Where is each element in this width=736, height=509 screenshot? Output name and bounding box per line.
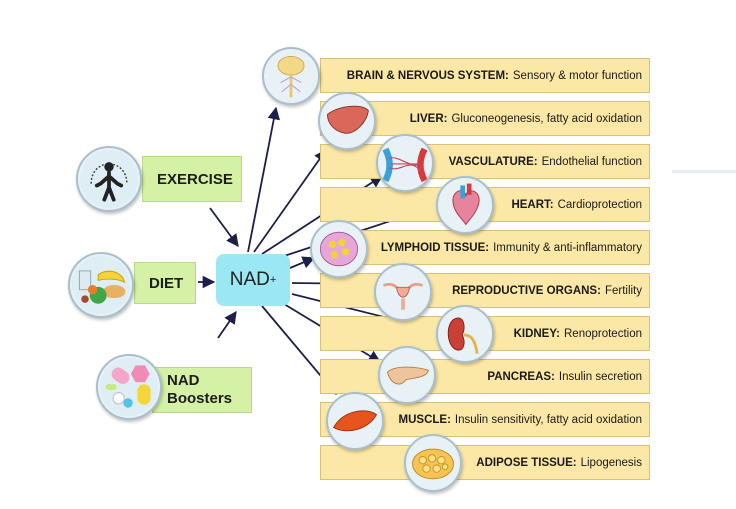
nad-center-box: NAD+ xyxy=(216,254,290,306)
output-heart-organ: HEART: xyxy=(511,199,553,211)
output-kidney-effect: Renoprotection xyxy=(564,328,642,340)
nad-boosters-label-line1: NAD xyxy=(167,372,200,390)
output-brain-organ: BRAIN & NERVOUS SYSTEM: xyxy=(347,70,509,82)
uterus-icon xyxy=(374,263,432,321)
output-lymphoid-organ: LYMPHOID TISSUE: xyxy=(381,242,489,254)
fat-cells-icon xyxy=(404,434,462,492)
diet-label: DIET xyxy=(149,275,183,292)
output-liver-effect: Gluconeogenesis, fatty acid oxidation xyxy=(451,113,642,125)
liver-icon xyxy=(318,92,376,150)
arrow-exercise-to-nad xyxy=(210,208,238,246)
output-pancreas-effect: Insulin secretion xyxy=(559,371,642,383)
blood-vessel-icon xyxy=(376,134,434,192)
output-adipose-effect: Lipogenesis xyxy=(581,457,642,469)
output-heart-effect: Cardioprotection xyxy=(558,199,642,211)
arrow-boosters-to-nad xyxy=(218,312,236,338)
output-adipose: ADIPOSE TISSUE: Lipogenesis xyxy=(320,445,650,480)
output-pancreas-organ: PANCREAS: xyxy=(487,371,555,383)
pancreas-icon xyxy=(378,346,436,404)
output-brain-effect: Sensory & motor function xyxy=(513,70,642,82)
kidney-icon xyxy=(436,305,494,363)
output-lymphoid-effect: Immunity & anti-inflammatory xyxy=(493,242,642,254)
diet-box: DIET xyxy=(134,262,196,304)
decorative-line xyxy=(672,170,736,173)
heart-icon xyxy=(436,176,494,234)
output-vasculature-effect: Endothelial function xyxy=(542,156,642,168)
nad-boosters-box: NAD Boosters xyxy=(152,367,252,413)
arrow-nad-to-lymphoid xyxy=(290,258,314,268)
output-brain: BRAIN & NERVOUS SYSTEM: Sensory & motor f… xyxy=(320,58,650,93)
output-pancreas: PANCREAS: Insulin secretion xyxy=(320,359,650,394)
output-muscle-effect: Insulin sensitivity, fatty acid oxidatio… xyxy=(455,414,642,426)
output-vasculature-organ: VASCULATURE: xyxy=(449,156,538,168)
brain-icon xyxy=(262,47,320,105)
output-liver-organ: LIVER: xyxy=(410,113,448,125)
nad-boosters-label-line2: Boosters xyxy=(167,390,232,408)
muscle-icon xyxy=(326,392,384,450)
jump-rope-person-icon xyxy=(76,146,142,212)
output-kidney-organ: KIDNEY: xyxy=(514,328,560,340)
output-muscle-organ: MUSCLE: xyxy=(399,414,451,426)
exercise-box: EXERCISE xyxy=(142,156,242,202)
exercise-label: EXERCISE xyxy=(157,171,233,188)
output-adipose-organ: ADIPOSE TISSUE: xyxy=(476,457,576,469)
output-lymphoid: LYMPHOID TISSUE: Immunity & anti-inflamma… xyxy=(320,230,650,265)
pills-icon xyxy=(96,354,162,420)
output-reproductive-effect: Fertility xyxy=(605,285,642,297)
nad-label: NAD xyxy=(230,269,270,291)
food-icon xyxy=(68,252,134,318)
output-reproductive-organ: REPRODUCTIVE ORGANS: xyxy=(452,285,601,297)
output-vasculature: VASCULATURE: Endothelial function xyxy=(320,144,650,179)
nad-superscript: + xyxy=(270,274,276,286)
lymph-node-icon xyxy=(310,220,368,278)
output-reproductive: REPRODUCTIVE ORGANS: Fertility xyxy=(320,273,650,308)
arrow-nad-to-brain xyxy=(248,108,276,252)
